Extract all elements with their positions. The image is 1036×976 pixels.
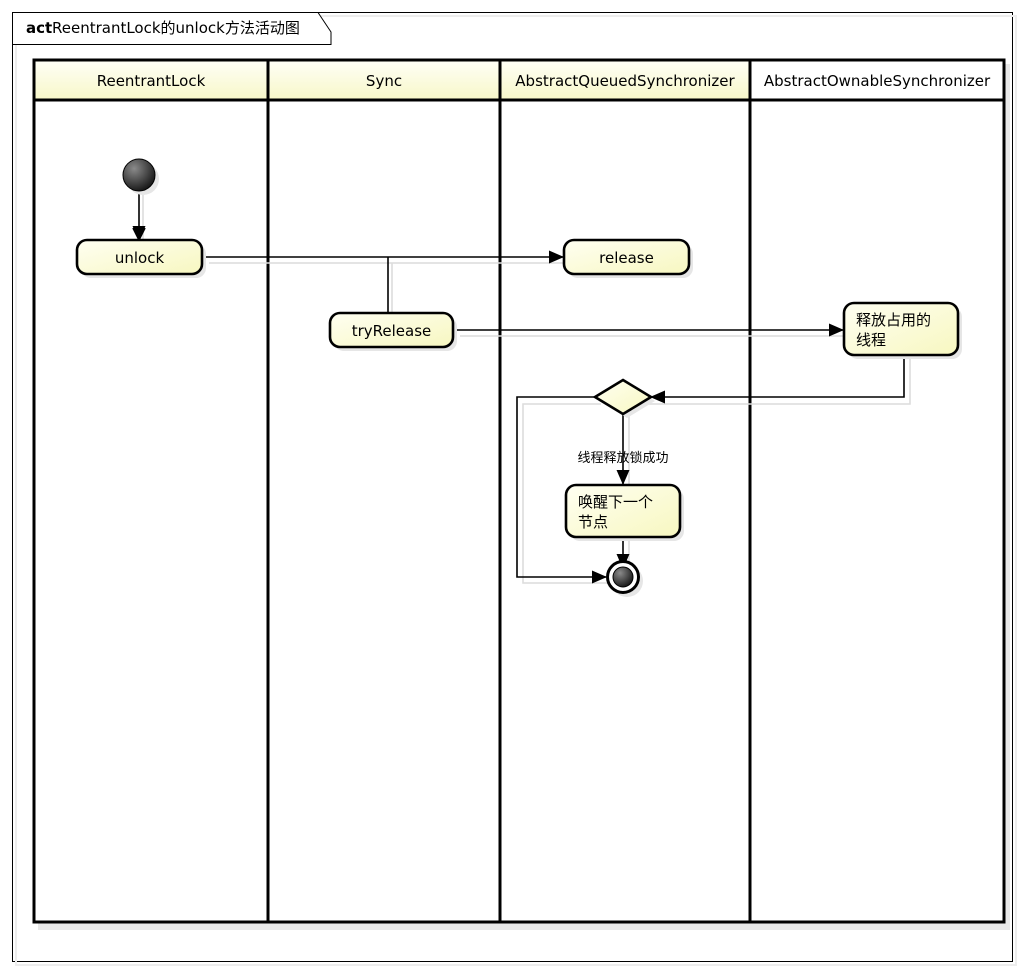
node-tryrelease[interactable]: tryRelease (328, 311, 457, 351)
node-wake-next[interactable]: 唤醒下一个 节点 (564, 483, 684, 541)
node-decision[interactable] (592, 378, 655, 418)
frame-title-text: ReentrantLock的unlock方法活动图 (52, 19, 300, 37)
node-release[interactable]: release (562, 238, 693, 278)
node-label-release: release (599, 249, 654, 267)
node-free-thread[interactable]: 释放占用的 线程 (842, 301, 962, 359)
swimlane-header-aos (748, 58, 1006, 102)
swimlanes: ReentrantLock Sync AbstractQueuedSynchro… (32, 58, 1006, 924)
node-start[interactable] (122, 158, 159, 195)
swimlane-body-aos (748, 98, 1006, 924)
edge-decision-end (516, 396, 607, 584)
node-label-wake-next-line2: 节点 (578, 513, 608, 531)
swimlane-aqs[interactable]: AbstractQueuedSynchronizer (498, 58, 752, 924)
frame-title-tab: act ReentrantLock的unlock方法活动图 (12, 12, 332, 45)
swimlane-label-reentrantlock: ReentrantLock (97, 72, 206, 90)
node-label-wake-next-line1: 唤醒下一个 (578, 493, 653, 511)
node-label-free-thread-line1: 释放占用的 (856, 311, 931, 329)
swimlane-header-sync (266, 58, 502, 102)
frame-border (12, 12, 1017, 966)
swimlane-body-reentrantlock (32, 98, 270, 924)
node-label-free-thread-line2: 线程 (856, 331, 886, 349)
swimlane-reentrantlock[interactable]: ReentrantLock (32, 58, 270, 924)
node-unlock[interactable]: unlock (75, 238, 206, 278)
nodes-layer: unlock release tryRelease 释放占用的 线程 (75, 158, 962, 598)
swimlane-label-sync: Sync (366, 72, 402, 90)
swimlane-label-aqs: AbstractQueuedSynchronizer (515, 72, 735, 90)
edge-label-thread-released: 线程释放锁成功 (577, 450, 668, 466)
swimlane-label-aos: AbstractOwnableSynchronizer (764, 72, 991, 90)
node-label-tryrelease: tryRelease (352, 322, 432, 340)
edge-unlock-release (203, 250, 564, 264)
edge-freethread-decision (650, 352, 905, 404)
edge-start-unlock (132, 190, 146, 241)
swimlane-sync[interactable]: Sync (266, 58, 502, 924)
swimlane-body-sync (266, 98, 502, 924)
swimlane-aos[interactable]: AbstractOwnableSynchronizer (748, 58, 1006, 924)
edge-decision-wakenext (616, 412, 630, 485)
node-label-unlock: unlock (115, 249, 165, 267)
frame-title-keyword: act (26, 19, 52, 37)
edge-tryrelease-freethread (454, 323, 844, 337)
node-end[interactable] (606, 560, 644, 598)
